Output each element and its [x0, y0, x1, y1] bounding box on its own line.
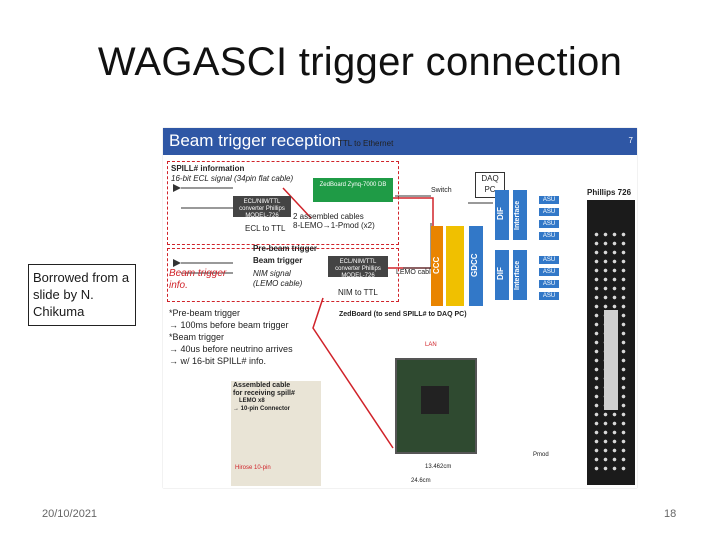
bullet-beam: *Beam trigger — [169, 332, 225, 342]
beam-trigger-figure: Beam trigger reception 7 SPILL# informat… — [163, 128, 637, 488]
zedboard-box: ZedBoard Zynq-7000 DB — [313, 178, 393, 202]
asu-5: ASU — [539, 256, 559, 264]
bullet-pre-beam: *Pre-beam trigger — [169, 308, 241, 318]
interface-label-2: Interface — [514, 260, 521, 290]
cables-8-label: 8-LEMO→1-Pmod (x2) — [293, 221, 375, 230]
gdcc-label: GDCC — [470, 253, 479, 277]
assembled-cable-2: for receiving spill# — [233, 390, 295, 397]
spill-info-box — [167, 161, 399, 245]
phillips-label: Phillips 726 — [587, 188, 632, 197]
figure-header: Beam trigger reception 7 — [163, 128, 637, 155]
beam-trigger-info-2: info. — [169, 280, 188, 291]
asu-8: ASU — [539, 292, 559, 300]
beam-trigger-label: Beam trigger — [253, 256, 303, 265]
asu-6: ASU — [539, 268, 559, 276]
bullet-beam-detail-1: → 40us before neutrino arrives — [169, 344, 293, 354]
asu-3: ASU — [539, 220, 559, 228]
asu-1: ASU — [539, 196, 559, 204]
interface-block-1 — [513, 190, 527, 240]
switch-label: Switch — [431, 187, 452, 194]
beam-trigger-box — [167, 248, 399, 302]
ecl-converter-box: ECL/NIM/TTL converter Phillips MODEL-726 — [233, 196, 291, 219]
ccc-block — [431, 226, 443, 306]
pre-beam-label: Pre-beam trigger — [253, 244, 318, 253]
cable-photo — [231, 381, 321, 486]
asu-7: ASU — [539, 280, 559, 288]
lemo-cable2-label: LEMO cable — [396, 269, 435, 276]
cables-2-label: 2 assembled cables — [293, 212, 364, 221]
nim-to-ttl-label: NIM to TTL — [338, 288, 378, 297]
zedboard-photo — [395, 358, 477, 454]
phillips-726-crate — [587, 200, 635, 485]
slide-date: 20/10/2021 — [42, 508, 98, 520]
assembled-cable-1: Assembled cable — [233, 382, 291, 389]
bullet-pre-beam-detail: → 100ms before beam trigger — [169, 320, 289, 330]
interface-block-2 — [513, 250, 527, 300]
gdcc-block — [469, 226, 483, 306]
borrowed-note: Borrowed from a slide by N. Chikuma — [28, 264, 136, 326]
pmod-label: Pmod — [533, 452, 549, 458]
lemo-x8-label: LEMO x8 — [239, 398, 265, 404]
zedboard-caption: ZedBoard (to send SPILL# to DAQ PC) — [339, 311, 467, 318]
lan-label: LAN — [425, 342, 437, 348]
dim-1-label: 13.462cm — [425, 464, 452, 470]
nim-signal-label: NIM signal — [253, 269, 291, 278]
slide-page-number: 18 — [664, 508, 677, 520]
ttl-to-ethernet-label: TTL to Ethernet — [338, 139, 394, 148]
figure-header-title: Beam trigger reception — [169, 131, 341, 150]
beam-trigger-info-1: Beam trigger — [169, 268, 227, 279]
ecl-to-ttl-label: ECL to TTL — [245, 224, 286, 233]
dif-label-2: DIF — [496, 267, 505, 281]
dif-label-1: DIF — [496, 207, 505, 221]
figure-page-number: 7 — [628, 136, 633, 145]
dif-block-1 — [495, 190, 509, 240]
ccc-body — [446, 226, 464, 306]
dim-2-label: 24.6cm — [411, 478, 431, 484]
spill-info-title: SPILL# information — [171, 164, 245, 173]
lemo-cable-label: (LEMO cable) — [253, 279, 303, 288]
asu-2: ASU — [539, 208, 559, 216]
hirose-label: Hirose 10-pin — [235, 465, 271, 471]
interface-label-1: Interface — [514, 200, 521, 230]
bullet-beam-detail-2: → w/ 16-bit SPILL# info. — [169, 356, 267, 366]
nim-converter-box: ECL/NIM/TTL converter Phillips MODEL-726 — [328, 256, 388, 279]
spill-info-sub: 16-bit ECL signal (34pin flat cable) — [171, 174, 294, 183]
slide-title: WAGASCI trigger connection — [97, 40, 623, 84]
asu-4: ASU — [539, 232, 559, 240]
dif-block-2 — [495, 250, 509, 300]
ccc-label: CCC — [432, 256, 441, 274]
connector-label: → 10-pin Connector — [233, 406, 291, 412]
